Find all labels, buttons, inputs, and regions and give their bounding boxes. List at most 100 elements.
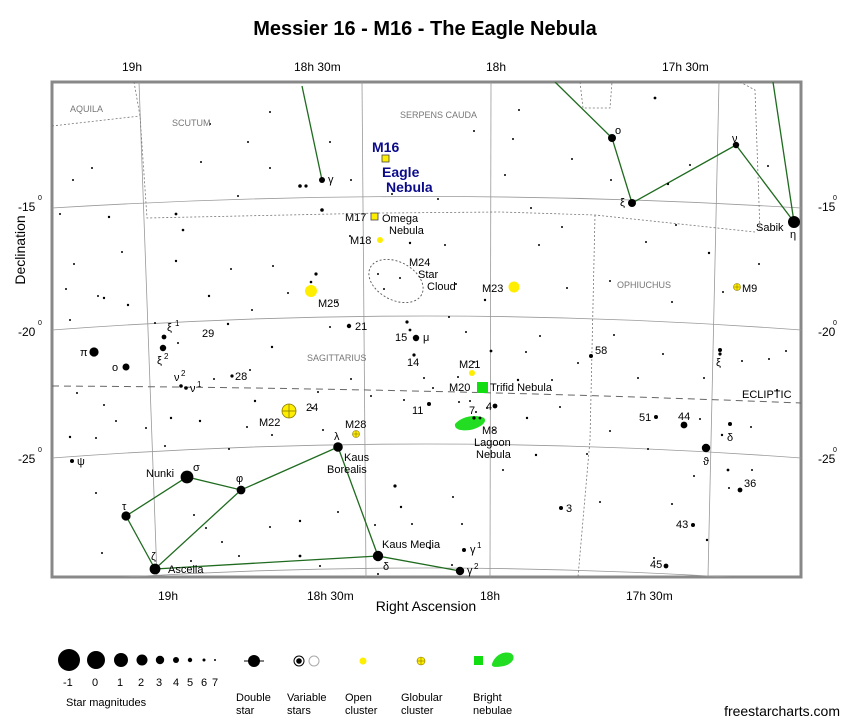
- m24-name1: Star: [418, 269, 439, 281]
- m16-marker[interactable]: [381, 154, 390, 163]
- label-29: 29: [202, 328, 214, 340]
- m23-marker[interactable]: [508, 281, 520, 293]
- label-45: 45: [650, 559, 662, 571]
- y-axis-label: Declination: [12, 215, 28, 284]
- ecliptic-line: [52, 385, 801, 404]
- legend-mag-4: 4: [173, 677, 179, 689]
- m28-marker[interactable]: [352, 430, 360, 438]
- m17-marker[interactable]: [370, 212, 379, 221]
- m9-label: M9: [742, 283, 757, 295]
- label-phi: φ: [236, 473, 243, 485]
- label-theta: ϑ: [703, 456, 709, 468]
- dec-tick-left-15: -15: [18, 200, 36, 214]
- chart-frame: [50, 80, 803, 579]
- constellation-serpens: SERPENS CAUDA: [400, 110, 477, 120]
- label-44: 44: [678, 411, 690, 423]
- constellation-sagittarius: SAGITTARIUS: [307, 353, 366, 363]
- label-ascella: Ascella: [168, 564, 204, 576]
- legend-variable-star-icon-faint: [308, 655, 320, 667]
- dec-gridline-15: [52, 196, 801, 209]
- m24-name2: Cloud: [427, 281, 456, 293]
- m21-label: M21: [459, 359, 480, 371]
- ra-tick-top-17h30m: 17h 30m: [662, 60, 709, 74]
- label-3: 3: [566, 503, 572, 515]
- legend-mag-7: 7: [212, 677, 218, 689]
- ra-tick-bottom-18h: 18h: [480, 589, 500, 603]
- dec-gridline-25: [52, 443, 801, 459]
- m21-marker[interactable]: [469, 370, 475, 376]
- legend-open-cluster-icon: [359, 657, 367, 665]
- legend-variable-1: Variable: [287, 692, 327, 704]
- m20-marker[interactable]: [477, 382, 488, 393]
- m25-marker[interactable]: [305, 285, 317, 297]
- label-24: 24: [306, 402, 318, 414]
- m17-name1: Omega: [382, 213, 419, 225]
- label-4: 4: [486, 401, 492, 413]
- m28-label: M28: [345, 419, 366, 431]
- label-delta-oph: δ: [727, 432, 733, 444]
- legend-mag-1: 1: [117, 677, 123, 689]
- dec-tick-left-25: -25: [18, 452, 36, 466]
- legend-globular-1: Globular: [401, 692, 443, 704]
- label-36: 36: [744, 478, 756, 490]
- label-xi2-sup: 2: [164, 352, 169, 361]
- label-xi1: ξ: [167, 322, 172, 334]
- label-xi1-sup: 1: [175, 319, 180, 328]
- ra-gridline-18h: [489, 82, 492, 577]
- m9-marker[interactable]: [733, 283, 741, 291]
- label-43: 43: [676, 519, 688, 531]
- legend-magnitudes-title: Star magnitudes: [66, 697, 147, 709]
- dec-tick-left-20: -20: [18, 325, 36, 339]
- m8-name2: Nebula: [476, 449, 512, 461]
- label-nu2: ν: [174, 372, 180, 384]
- legend-magnitude-dots: [58, 649, 216, 671]
- label-58: 58: [595, 345, 607, 357]
- label-pi: π: [80, 347, 88, 359]
- ra-gridline-19h: [138, 82, 158, 577]
- m18-marker[interactable]: [377, 237, 383, 243]
- legend-mag-minus1: -1: [63, 677, 73, 689]
- legend-double-2: star: [236, 705, 255, 717]
- legend-mag-6: 6: [201, 677, 207, 689]
- label-xi-ser: ξ: [620, 197, 625, 209]
- label-kaus-bor1: Kaus: [344, 452, 370, 464]
- label-mu: μ: [423, 332, 429, 344]
- label-gamma1: γ: [470, 544, 476, 556]
- dec-tick-left-20-deg: 0: [38, 320, 42, 327]
- label-28: 28: [235, 371, 247, 383]
- label-gamma2-sup: 2: [474, 562, 479, 571]
- label-gamma2: γ: [467, 565, 473, 577]
- bright-stars: [70, 134, 800, 576]
- label-51: 51: [639, 412, 651, 424]
- dec-tick-right-15-deg: 0: [833, 195, 837, 202]
- legend-bright-1: Bright: [473, 692, 502, 704]
- label-gamma1-sup: 1: [477, 541, 482, 550]
- dec-tick-right-25: -25: [818, 452, 836, 466]
- m24-outline: [368, 258, 424, 304]
- m24-label: M24: [409, 257, 430, 269]
- label-nunki: Nunki: [146, 468, 174, 480]
- m20-label: M20: [449, 382, 470, 394]
- legend-open-2: cluster: [345, 705, 378, 717]
- label-11: 11: [412, 405, 423, 417]
- constellation-scutum: SCUTUM: [172, 118, 211, 128]
- label-sigma: σ: [193, 462, 200, 474]
- m22-marker[interactable]: [281, 403, 297, 419]
- ra-tick-bottom-18h30m: 18h 30m: [307, 589, 354, 603]
- ra-tick-bottom-19h: 19h: [158, 589, 178, 603]
- label-xi-oph: ξ: [716, 357, 721, 369]
- dec-tick-right-20: -20: [818, 325, 836, 339]
- legend-nebula-square-icon: [474, 656, 483, 665]
- m8-name1: Lagoon: [474, 437, 511, 449]
- legend-globular-cluster-icon: [416, 656, 426, 666]
- ra-tick-top-18h: 18h: [486, 60, 506, 74]
- ecliptic-label: ECLIPTIC: [742, 389, 792, 401]
- legend-nebula-shape-icon: [491, 652, 514, 667]
- legend: -1 0 1 2 3 4 5 6 7 Star magnitudes Doubl…: [58, 649, 514, 717]
- label-delta: δ: [383, 561, 389, 573]
- credit-text[interactable]: freestarcharts.com: [724, 703, 840, 719]
- label-15: 15: [395, 332, 407, 344]
- m8-label: M8: [482, 425, 497, 437]
- target-name-line1: Eagle: [382, 164, 420, 180]
- label-tau: τ: [122, 501, 127, 513]
